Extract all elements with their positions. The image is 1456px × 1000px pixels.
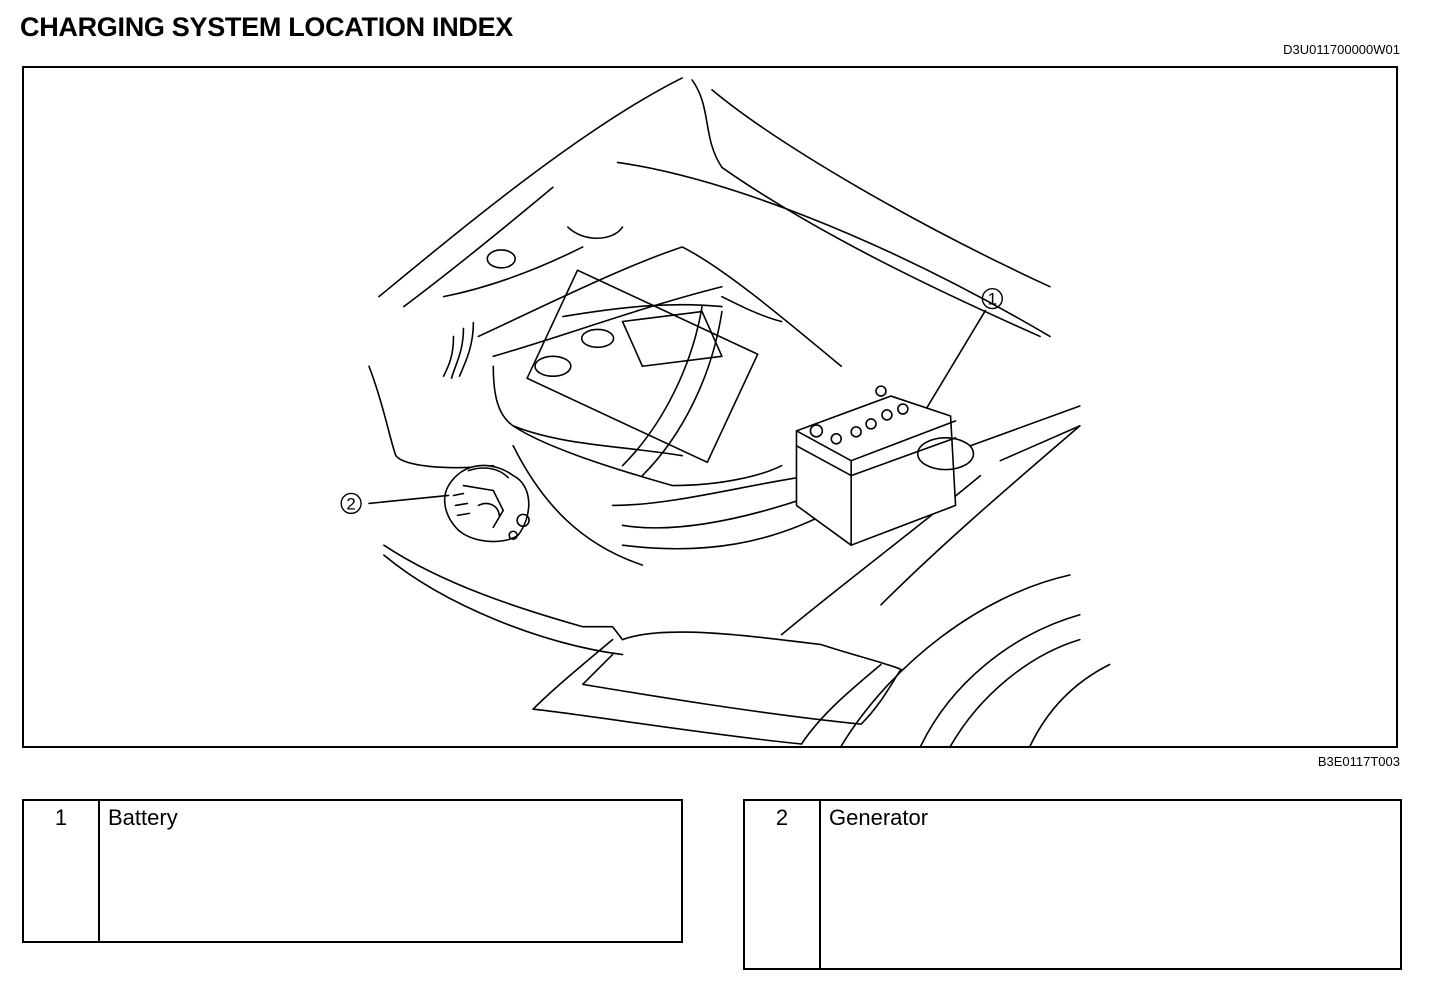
callout-2: 2 bbox=[340, 492, 362, 515]
callout-2-label: 2 bbox=[346, 494, 355, 513]
callout-1-leader bbox=[925, 309, 987, 409]
engine-bay bbox=[477, 246, 843, 368]
index-name: Battery bbox=[108, 805, 178, 830]
callout-2-leader bbox=[368, 494, 450, 505]
index-number: 2 bbox=[745, 801, 821, 968]
index-entry-generator: 2 Generator bbox=[743, 799, 1402, 970]
front-bumper bbox=[383, 544, 624, 641]
callout-1-label: 1 bbox=[988, 290, 997, 309]
figure-code: B3E0117T003 bbox=[1317, 754, 1400, 769]
index-entry-battery: 1 Battery bbox=[22, 799, 683, 943]
engine-block bbox=[526, 269, 759, 464]
battery-drawing bbox=[795, 385, 975, 546]
index-name: Generator bbox=[829, 805, 929, 830]
document-code: D3U011700000W01 bbox=[1283, 42, 1400, 57]
page-title: CHARGING SYSTEM LOCATION INDEX bbox=[20, 12, 514, 42]
location-illustration: 1 2 bbox=[22, 66, 1398, 748]
wheel-arch bbox=[840, 574, 1071, 746]
index-number: 1 bbox=[24, 801, 100, 941]
callout-1: 1 bbox=[981, 288, 1003, 310]
hood-outline bbox=[378, 77, 683, 298]
left-fender bbox=[368, 365, 495, 469]
generator-drawing bbox=[443, 464, 530, 543]
